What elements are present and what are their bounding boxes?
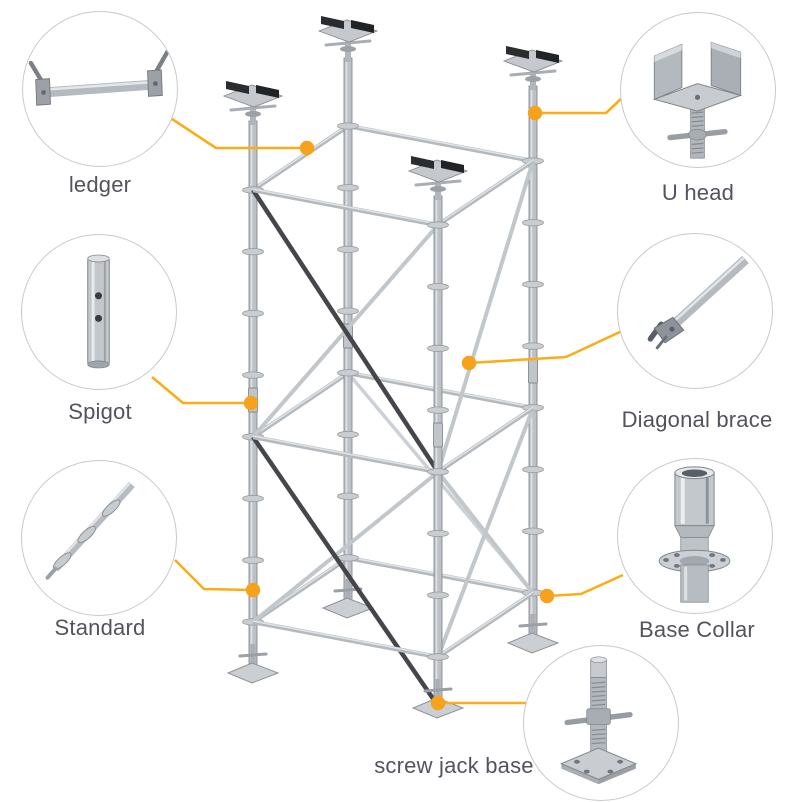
callout-connectors bbox=[151, 96, 624, 711]
standard-callout-circle bbox=[21, 460, 177, 616]
diagonal-brace-callout-circle bbox=[617, 233, 773, 389]
spigot-icon bbox=[87, 254, 110, 369]
ledger-label: ledger bbox=[68, 172, 132, 197]
u-head-icon bbox=[652, 41, 743, 159]
spigot-callout-dot bbox=[243, 395, 259, 411]
screw-jack-base-icon bbox=[560, 656, 638, 785]
ledger-callout-line bbox=[171, 117, 307, 150]
screw-jack-base-callout-circle bbox=[523, 645, 679, 801]
u-head-label: U head bbox=[661, 180, 735, 205]
diagonal-brace-label: Diagonal brace bbox=[621, 407, 773, 432]
standard-callout-dot bbox=[245, 582, 261, 598]
ledger-callout-dot bbox=[299, 140, 315, 156]
ledger-icon bbox=[28, 50, 170, 106]
diagonal-brace-callout-line bbox=[468, 329, 623, 365]
spigot-label: Spigot bbox=[68, 399, 132, 424]
spigot-callout-circle bbox=[21, 234, 177, 390]
u-head-callout-line bbox=[535, 96, 624, 115]
diagonal-brace-callout-dot bbox=[461, 355, 477, 371]
u-head-callout-circle bbox=[620, 12, 776, 168]
u-head-callout-dot bbox=[527, 105, 543, 121]
base-collar-label: Base Collar bbox=[639, 617, 755, 642]
screw-jack-base-callout-dot bbox=[430, 695, 446, 711]
standard-label: Standard bbox=[54, 615, 146, 640]
standard-icon bbox=[45, 481, 135, 580]
scaffold-tower-illustration bbox=[222, 16, 564, 719]
base-collar-callout-circle bbox=[617, 458, 773, 614]
standard-callout-line bbox=[174, 559, 254, 592]
screw-jack-base-label: screw jack base bbox=[374, 753, 534, 778]
base-collar-callout-dot bbox=[539, 588, 555, 604]
ledger-callout-circle bbox=[22, 11, 178, 167]
spigot-callout-line bbox=[151, 376, 251, 405]
diagonal-brace-icon bbox=[647, 255, 749, 350]
base-collar-icon bbox=[658, 466, 731, 603]
base-collar-callout-line bbox=[546, 573, 624, 598]
